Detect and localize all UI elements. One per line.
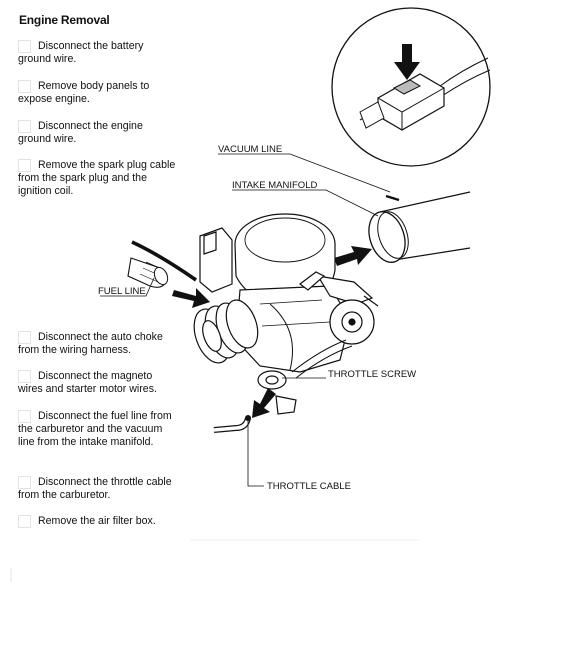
step-checkbox[interactable] — [18, 80, 31, 93]
carburetor-body — [199, 213, 379, 415]
intake-boot — [193, 299, 259, 364]
step-text: Disconnect the engine ground wire. — [18, 120, 143, 145]
step-text: Disconnect the throttle cable from the c… — [18, 476, 172, 501]
leader-fuel-line — [100, 277, 155, 297]
step-item: Remove body panels to expose engine. — [18, 80, 176, 106]
leader-intake-manifold — [232, 189, 379, 217]
label-vacuum-line: VACUUM LINE — [218, 144, 282, 155]
leader-vacuum-line — [218, 153, 391, 193]
label-throttle-cable: THROTTLE CABLE — [267, 481, 351, 492]
step-text: Remove body panels to expose engine. — [18, 80, 150, 105]
step-item: Remove the spark plug cable from the spa… — [18, 159, 176, 198]
step-text: Disconnect the magneto wires and starter… — [18, 370, 157, 395]
intake-manifold-pipe — [368, 190, 471, 263]
step-checkbox[interactable] — [18, 120, 31, 133]
step-item: Disconnect the throttle cable from the c… — [18, 476, 176, 502]
step-item: Disconnect the auto choke from the wirin… — [18, 331, 176, 357]
fuel-line-hose — [127, 240, 198, 288]
arrow-right-icon — [172, 288, 210, 308]
step-item: Disconnect the engine ground wire. — [18, 120, 176, 146]
step-checkbox[interactable] — [18, 159, 31, 172]
step-checkbox[interactable] — [18, 40, 31, 53]
step-text: Disconnect the fuel line from the carbur… — [18, 410, 172, 448]
step-checkbox[interactable] — [18, 515, 31, 528]
arrow-down-icon — [252, 388, 276, 418]
step-item: Disconnect the fuel line from the carbur… — [18, 410, 176, 449]
page-title: Engine Removal — [19, 13, 110, 27]
step-text: Disconnect the auto choke from the wirin… — [18, 331, 163, 356]
arrow-right-icon — [334, 246, 372, 266]
label-fuel-line: FUEL LINE — [98, 286, 146, 297]
label-intake-manifold: INTAKE MANIFOLD — [232, 180, 317, 191]
step-item: Remove the air filter box. — [18, 515, 176, 528]
leader-throttle-cable — [247, 420, 264, 487]
throttle-cable — [213, 415, 251, 433]
step-item: Disconnect the battery ground wire. — [18, 40, 176, 66]
step-checkbox[interactable] — [18, 476, 31, 489]
connector-detail-inset — [331, 7, 491, 167]
step-text: Remove the spark plug cable from the spa… — [18, 159, 176, 197]
step-checkbox[interactable] — [18, 331, 31, 344]
step-checkbox[interactable] — [18, 410, 31, 423]
step-text: Disconnect the battery ground wire. — [18, 40, 144, 65]
step-checkbox[interactable] — [18, 370, 31, 383]
step-text: Remove the air filter box. — [38, 515, 156, 527]
label-throttle-screw: THROTTLE SCREW — [328, 369, 416, 380]
step-item: Disconnect the magneto wires and starter… — [18, 370, 176, 396]
